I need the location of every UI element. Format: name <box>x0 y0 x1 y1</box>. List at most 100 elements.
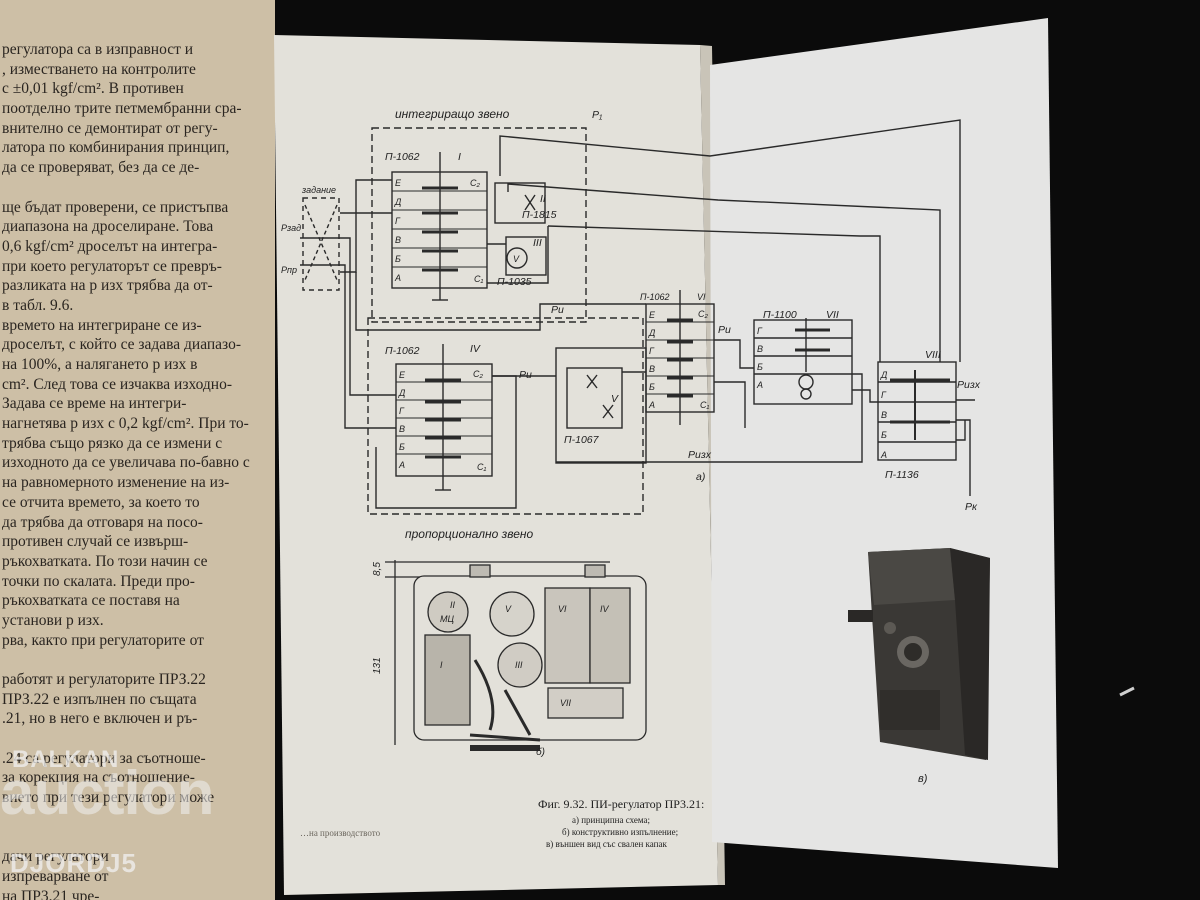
text-line: разликата на p изх трябва да от- <box>2 277 213 295</box>
dim-top: 8,5 <box>372 562 383 576</box>
text-line: ПРЗ.22 е изпълнен по същата <box>2 690 197 708</box>
text-line: се отчита времето, за което то <box>2 493 200 511</box>
text-line: установи p изх. <box>2 611 104 629</box>
front-view-label: III <box>515 660 523 670</box>
amplifier-numeral: VII <box>826 309 839 321</box>
relay2-capacitor-label: C₂ <box>473 369 483 379</box>
relay-i-code: П-1062 <box>385 151 420 163</box>
device-photo <box>848 548 990 760</box>
text-line: внително се демонтират от регу- <box>2 119 218 137</box>
caption-item-c: в) външен вид със свален капак <box>546 839 667 849</box>
text-line: диапазона на дроселиране. Това <box>2 218 214 236</box>
relay3-row-letter: Е <box>649 310 656 320</box>
text-line: изходното да се увеличава по-бавно с <box>2 454 250 472</box>
text-line: за корекция на съотношение- <box>2 769 195 787</box>
relay3-row-letter: В <box>649 364 655 374</box>
text-line: трябва също рязко да се измени с <box>2 434 223 452</box>
relay-iv-numeral: IV <box>470 343 481 355</box>
text-line: на ПР3.21 чре- <box>2 887 100 900</box>
text-line: в табл. 9.6. <box>2 296 74 314</box>
amplifier-row-letter: А <box>756 380 763 390</box>
label-integrating-section: интегриращо звено <box>395 107 510 121</box>
label-zadanie: задание <box>301 185 336 195</box>
amplifier-vii <box>753 319 853 405</box>
sub-v: в) <box>918 773 928 785</box>
throttle-v-numeral: V <box>611 393 619 405</box>
text-line: ръкохватката се поставя на <box>2 592 180 610</box>
relay1-row-letter: Е <box>395 178 402 188</box>
relay3-capacitor-label: C₂ <box>698 309 708 319</box>
gauge-numeral: III <box>533 237 542 249</box>
caption-title: Фиг. 9.32. ПИ-регулатор ПР3.21: <box>538 797 704 811</box>
throttle-ii-code: П-1815 <box>522 209 557 221</box>
label-ppr: Pпр <box>281 265 297 275</box>
dim-height: 131 <box>372 657 383 674</box>
gauge-v <box>489 591 535 637</box>
relay3-row-letter: Б <box>649 382 655 392</box>
gauge-ii <box>427 591 469 633</box>
throttle-v-code: П-1067 <box>564 434 600 446</box>
zadanie-frame <box>302 197 340 291</box>
label-pizh: Pизх <box>688 449 712 461</box>
text-line: , изместването на контролите <box>2 60 196 78</box>
integrating-section-frame <box>371 127 587 323</box>
sub-b: б) <box>536 746 545 758</box>
text-line: противен случай се извърш- <box>2 533 189 551</box>
label-pzad: Pзад <box>281 223 301 233</box>
output_relay-row-letter: А <box>880 450 887 460</box>
front-view-label: VII <box>560 698 572 708</box>
label-pi: Pи <box>551 304 564 316</box>
text-line: Задава се време на интегри- <box>2 395 187 413</box>
relay2-capacitor-label: C₁ <box>477 462 486 472</box>
sub-a: а) <box>696 471 705 483</box>
output_relay-row-letter: Г <box>881 390 887 400</box>
label-proportional-section: пропорционално звено <box>405 527 533 541</box>
caption-mirror: …на производството <box>300 828 381 838</box>
relay3-row-letter: А <box>648 400 655 410</box>
gauge-code: П-1035 <box>497 276 532 288</box>
caption-item-b: б) конструктивно изпълнение; <box>562 827 678 837</box>
left-page-text: регулатора са в изправност и , изместване… <box>2 40 272 900</box>
text-line: да трябва да отговаря на посо- <box>2 513 203 531</box>
front-view-label: I <box>440 660 443 670</box>
relay3-row-letter: Г <box>649 346 655 356</box>
text-line: изпреварване от <box>2 867 109 885</box>
amplifier-row-letter: Г <box>757 326 763 336</box>
text-line: регулатора са в изправност и <box>2 41 194 58</box>
relay1-row-letter: В <box>395 235 401 245</box>
text-line: при което регулаторът се превръ- <box>2 257 222 275</box>
text-line: на 100%, а налягането p изх в <box>2 356 198 373</box>
text-line: на равномерното изменение на из- <box>2 474 230 492</box>
text-line: cm². След това се изчаква изходно- <box>2 375 233 393</box>
text-line: дроселът, с който се задава диапазо- <box>2 336 242 354</box>
text-line: поотделно трите петмембранни сра- <box>2 100 242 118</box>
relay2-row-letter: Г <box>399 406 405 416</box>
relay-iv-code: П-1062 <box>385 345 420 357</box>
text-line: дачи регулатори <box>2 848 109 866</box>
relay2-row-letter: В <box>399 424 405 434</box>
text-line: времето на интегриране се из- <box>2 316 202 334</box>
main-page <box>274 35 718 895</box>
relay2-row-letter: Е <box>399 370 406 380</box>
text-line: ръкохватката. По този начин се <box>2 552 208 570</box>
text-line: с ±0,01 kgf/cm². В противен <box>2 80 184 98</box>
amplifier-row-letter: Б <box>757 362 763 372</box>
label-pk: Pк <box>965 501 978 513</box>
relay-iv-body <box>395 363 493 477</box>
amplifier-row-letter: В <box>757 344 763 354</box>
text-line: точки по скалата. Преди про- <box>2 572 195 590</box>
relay1-capacitor-label: C₂ <box>470 178 480 188</box>
front-view-label: IV <box>600 604 610 614</box>
label-pi-2: Pи <box>519 369 532 381</box>
relay1-row-letter: А <box>394 273 401 283</box>
relay2-row-letter: Д <box>398 388 406 398</box>
output-relay-numeral: VIII <box>925 349 941 361</box>
relay1-row-letter: Г <box>395 216 401 226</box>
text-line: да се проверяват, без да се де- <box>2 159 200 177</box>
relay-i-numeral: I <box>458 151 461 163</box>
text-line: нагнетява p изх с 0,2 kgf/cm². При то- <box>2 415 249 433</box>
gauge-iii <box>506 247 528 269</box>
label-pi-3: Pи <box>718 324 731 336</box>
amplifier-code: П-1100 <box>763 309 797 321</box>
